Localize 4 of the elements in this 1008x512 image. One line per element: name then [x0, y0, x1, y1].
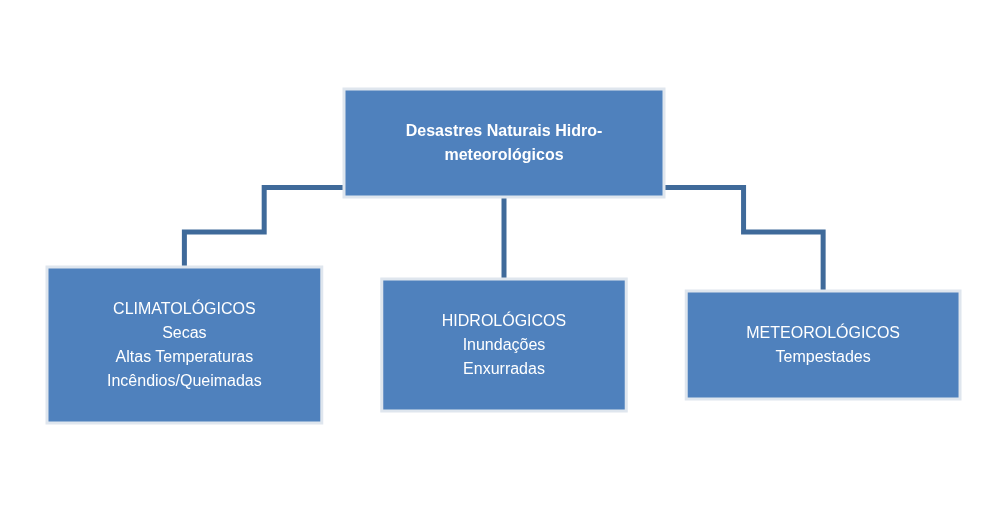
node-box: METEOROLÓGICOS Tempestades — [685, 289, 962, 401]
node-box: HIDROLÓGICOS Inundações Enxurradas — [380, 277, 629, 413]
node-box: CLIMATOLÓGICOS Secas Altas Temperaturas Incêndios/Queimadas — [46, 265, 324, 425]
node-box: Desastres Naturais Hidro-meteorológicos — [343, 87, 666, 199]
